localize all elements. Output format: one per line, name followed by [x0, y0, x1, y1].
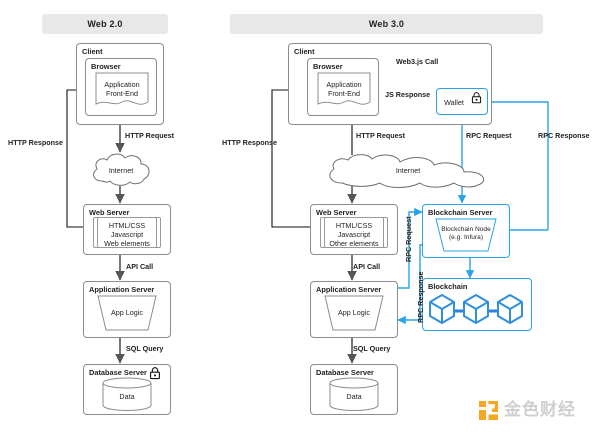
web3-client-title: Client	[294, 47, 315, 56]
web3-app-logic-shape: App Logic	[323, 295, 385, 331]
database-cylinder-icon	[329, 377, 379, 412]
web3-http-response-label: HTTP Response	[222, 138, 277, 147]
cloud-icon	[93, 153, 150, 186]
web3-database-server-title: Database Server	[316, 368, 374, 377]
web3-browser-title: Browser	[313, 62, 343, 71]
panel-header-web2-label: Web 2.0	[87, 19, 123, 29]
lock-icon	[148, 366, 162, 380]
panel-header-web3: Web 3.0	[230, 14, 543, 34]
web2-application-frontend-shape: Application Front-End	[95, 72, 149, 110]
web2-app-logic-label: App Logic	[111, 308, 143, 317]
web2-app-logic-shape: App Logic	[96, 295, 158, 331]
web3-database-cylinder: Data	[329, 377, 379, 412]
web2-http-request-label: HTTP Request	[125, 131, 174, 140]
web3-blockchain-node-shape: Blockchain Node (e.g. Infura)	[434, 218, 498, 252]
web2-web-server-title: Web Server	[89, 208, 130, 217]
web2-web-server-contents: HTML/CSS Javascript Web elements	[104, 221, 150, 248]
watermark-logo-icon	[478, 400, 499, 421]
edge-web3-rpc-response-top	[483, 97, 549, 230]
trapezoid-icon	[324, 295, 384, 331]
web3-js-response-label: JS Response	[385, 90, 431, 99]
document-shape-icon	[317, 72, 371, 105]
web3-application-frontend-label: Application Front-End	[326, 80, 362, 98]
panel-header-web2: Web 2.0	[42, 14, 168, 34]
web3-rpc-request-top-label: RPC Request	[466, 131, 512, 140]
web2-http-response-label: HTTP Response	[8, 138, 63, 147]
web2-internet-cloud: Internet	[88, 151, 154, 189]
web3-rpc-response-top-label: RPC Response	[538, 131, 590, 140]
web3-application-frontend-shape: Application Front-End	[317, 72, 371, 110]
edge-web3-rpc-request-mid	[395, 207, 423, 289]
web3-api-call-label: API Call	[353, 262, 381, 271]
web2-database-label: Data	[119, 392, 135, 401]
web3-wallet-title: Wallet	[444, 98, 464, 107]
watermark: 金色财经	[478, 400, 576, 421]
web3-rpc-request-mid-label: RPC Request	[404, 216, 413, 262]
web2-database-server-title: Database Server	[89, 368, 147, 377]
web3-sql-query-label: SQL Query	[353, 344, 391, 353]
web2-api-call-label: API Call	[126, 262, 154, 271]
blockchain-cubes-icon	[428, 292, 526, 327]
lock-icon	[470, 91, 483, 104]
web3-rpc-response-mid-label: RPC Response	[416, 271, 425, 323]
web3-web-server-title: Web Server	[316, 208, 357, 217]
web3-internet-cloud: Internet	[322, 152, 494, 190]
edge-web3-rpc-response-mid	[397, 244, 422, 325]
web3-blockchain-node-label: Blockchain Node (e.g. Infura)	[441, 226, 491, 242]
document-shape-icon	[95, 72, 149, 105]
cloud-icon	[329, 154, 485, 188]
database-cylinder-icon	[102, 377, 152, 412]
web2-internet-label: Internet	[108, 166, 134, 175]
watermark-text: 金色财经	[504, 400, 576, 420]
web3-web3js-call-label: Web3.js Call	[396, 57, 439, 66]
trapezoid-icon	[435, 218, 497, 252]
web3-web-server-stack-front: HTML/CSS Javascript Other elements	[324, 217, 384, 248]
web2-sql-query-label: SQL Query	[126, 344, 164, 353]
web2-client-title: Client	[82, 47, 103, 56]
web2-application-server-title: Application Server	[89, 285, 155, 294]
web3-http-request-label: HTTP Request	[356, 131, 405, 140]
panel-header-web3-label: Web 3.0	[368, 19, 405, 29]
web3-web-server-contents: HTML/CSS Javascript Other elements	[329, 221, 379, 248]
trapezoid-icon	[97, 295, 157, 331]
web2-browser-title: Browser	[91, 62, 121, 71]
web3-internet-label: Internet	[395, 166, 421, 175]
web3-blockchain-title: Blockchain	[428, 282, 468, 291]
web3-application-server-title: Application Server	[316, 285, 382, 294]
web3-database-label: Data	[346, 392, 362, 401]
web3-wallet-box: Wallet	[436, 88, 488, 115]
web3-blockchain-server-title: Blockchain Server	[428, 208, 493, 217]
web3-app-logic-label: App Logic	[338, 308, 370, 317]
web2-database-cylinder: Data	[102, 377, 152, 412]
web2-application-frontend-label: Application Front-End	[104, 80, 140, 98]
web2-web-server-stack-front: HTML/CSS Javascript Web elements	[97, 217, 157, 248]
